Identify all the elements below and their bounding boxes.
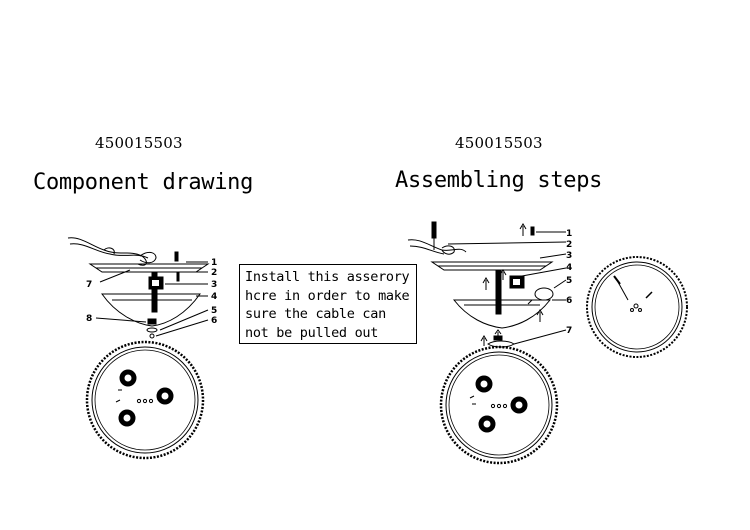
right-label-3: 3 xyxy=(566,251,572,261)
left-label-6: 6 xyxy=(211,316,217,326)
left-label-3: 3 xyxy=(211,280,217,290)
right-socket-2 xyxy=(510,396,528,414)
left-label-4: 4 xyxy=(211,292,217,302)
right-socket-3 xyxy=(478,415,496,433)
right-label-5: 5 xyxy=(566,276,572,286)
right-exploded-lamp-drawing xyxy=(407,221,567,348)
cable-retainer-note: Install this asserory hcre in order to m… xyxy=(239,264,417,344)
right-label-7: 7 xyxy=(566,326,572,336)
ceiling-plate-detail-view xyxy=(586,256,688,358)
left-label-1: 1 xyxy=(211,258,217,268)
right-label-6: 6 xyxy=(566,296,572,306)
left-exploded-lamp-drawing xyxy=(67,237,210,339)
note-line-4: not be pulled out xyxy=(245,324,379,341)
left-label-2: 2 xyxy=(211,268,217,278)
left-part-labels: 1 2 3 4 5 6 7 8 xyxy=(86,258,217,326)
left-bottom-view xyxy=(85,340,205,460)
component-drawing-title: Component drawing xyxy=(33,170,254,195)
right-label-1: 1 xyxy=(566,229,572,239)
left-socket-2 xyxy=(156,387,174,405)
left-label-8: 8 xyxy=(86,314,92,324)
note-line-1: Install this asserory xyxy=(245,269,410,285)
assembling-steps-title: Assembling steps xyxy=(395,168,603,193)
right-label-4: 4 xyxy=(566,263,572,273)
right-bottom-view xyxy=(439,345,559,465)
right-part-labels: 1 2 3 4 5 6 7 xyxy=(566,229,572,336)
left-label-5: 5 xyxy=(211,306,217,316)
left-label-7: 7 xyxy=(86,280,92,290)
right-socket-1 xyxy=(475,375,493,393)
left-socket-1 xyxy=(119,369,137,387)
note-line-2: hcre in order to make xyxy=(245,287,410,304)
left-socket-3 xyxy=(118,409,136,427)
right-label-2: 2 xyxy=(566,240,572,250)
note-line-3: sure the cable can xyxy=(245,306,386,322)
left-product-code: 450015503 xyxy=(95,134,183,152)
right-product-code: 450015503 xyxy=(455,134,543,152)
